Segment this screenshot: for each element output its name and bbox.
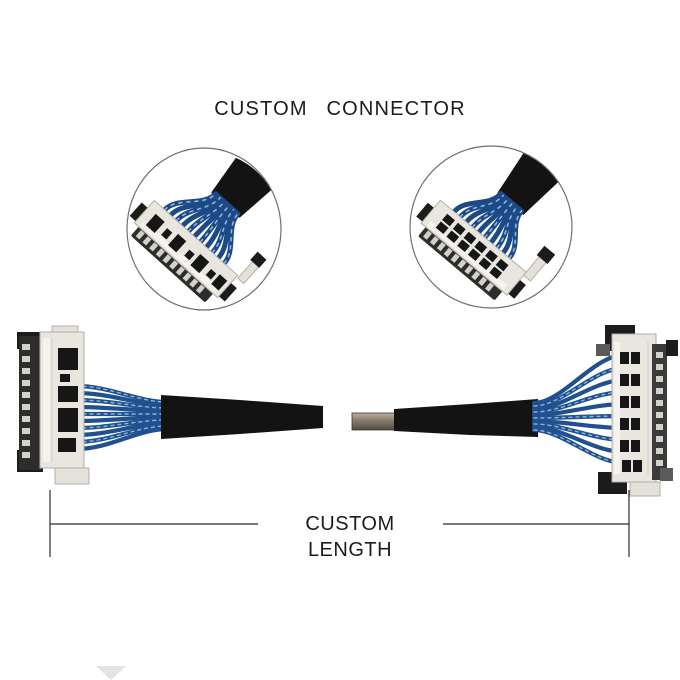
right-connector-detail-view [409, 145, 573, 309]
zoom-left-connector-body [129, 199, 267, 302]
right-cable-connector [596, 325, 678, 497]
left-cable-sleeve [161, 395, 323, 439]
right-wire-fan [534, 355, 624, 463]
custom-length-label: CUSTOM LENGTH [305, 513, 395, 561]
right-magnifier-circle [409, 145, 573, 309]
zoom-right-connector-body [416, 199, 556, 300]
right-cable-sleeve [394, 399, 538, 437]
cable-ferrule [351, 412, 399, 431]
carousel-down-arrow-icon[interactable] [96, 666, 126, 680]
left-cable-connector [17, 325, 90, 485]
length-dimension-lines [49, 490, 630, 557]
left-wire-fan [76, 386, 167, 449]
custom-connector-title: CUSTOM CONNECTOR [214, 98, 466, 120]
left-connector-detail-view [126, 147, 282, 311]
left-magnifier-circle [126, 147, 282, 311]
